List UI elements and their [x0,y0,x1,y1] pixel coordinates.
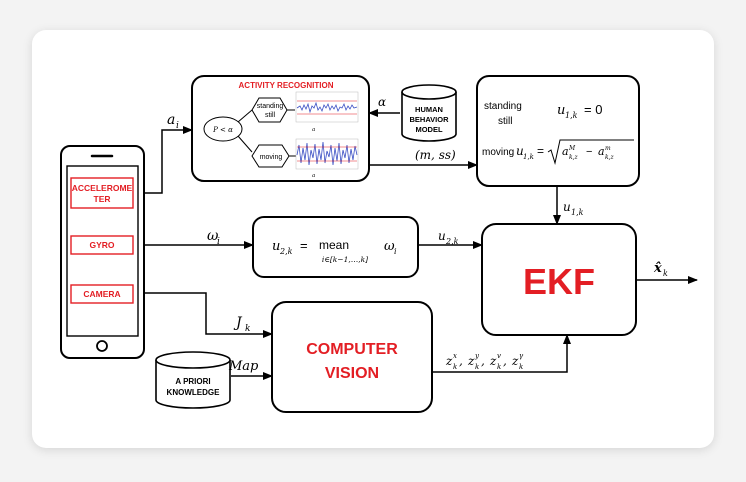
u2-op-sub: i∈[k−1,…,k] [322,255,368,264]
u1-still-eq: u [557,103,565,118]
u1-moving-eq: u [516,144,524,158]
a-priori-knowledge: A PRIORI KNOWLEDGE [155,351,231,409]
hbm-line-1: HUMAN [415,105,443,114]
label-j-sub: k [245,324,250,334]
svg-text:k: k [519,363,523,371]
accelerometer-box [70,177,134,209]
edge-labels: a i (m, ss) ω i u 2,k u 1,k J k Map z x … [167,112,668,374]
u1-still-2: still [498,116,512,127]
svg-text:a: a [562,145,569,158]
accelerometer-label-2: TER [94,194,111,204]
ekf-box: EKF [481,223,637,336]
u2-arg-sub: i [394,247,397,256]
label-omega-sub: i [217,237,220,247]
gyro-label: GYRO [89,240,114,250]
gyro-box [70,235,134,255]
label-u1-sub: 1,k [571,208,584,217]
connectors [144,109,698,380]
human-behavior-model: HUMAN BEHAVIOR MODEL α [378,84,457,142]
svg-text:−: − [586,146,592,158]
camera-label: CAMERA [83,289,120,299]
prior-line-1: A PRIORI [175,377,210,386]
label-u2: u [438,229,446,243]
accelerometer-label-1: ACCELEROME [72,183,133,193]
computer-vision-box: COMPUTER VISION [271,301,433,413]
label-a-sub: i [176,121,179,131]
svg-text:x: x [453,352,457,360]
u2-op: mean [319,238,349,252]
svg-text:,: , [459,354,463,368]
home-button-icon [96,340,108,352]
svg-text:z: z [489,354,497,368]
svg-text:,: , [481,354,485,368]
hbm-line-3: MODEL [415,125,443,134]
svg-text:k,z: k,z [569,154,579,161]
u2-lhs-sub: 2,k [279,247,293,256]
activity-recognition-box: ACTIVITY RECOGNITION P < α standing stil… [191,75,370,182]
svg-text:=: = [537,144,544,158]
svg-text:k: k [497,363,501,371]
prior-line-2: KNOWLEDGE [167,388,221,397]
state-still-2: still [265,112,276,119]
label-xhat: x̂ [653,261,662,276]
u1-still-sub: 1,k [565,111,578,120]
camera-box [70,284,134,304]
u1-still-1: standing [484,101,522,112]
plot-label-1: a [312,127,315,133]
u1-moving-sub: 1,k [523,153,534,161]
smartphone: ACCELEROME TER GYRO CAMERA [60,145,145,359]
label-m-ss: (m, ss) [415,148,456,162]
svg-text:z: z [467,354,475,368]
u1-rule-box: standing still u 1,k = 0 moving u 1,k = … [476,75,640,187]
svg-text:m: m [605,145,611,152]
cv-line-2: VISION [325,365,379,382]
svg-text:,: , [503,354,507,368]
label-a: a [167,112,175,128]
ekf-label: EKF [523,261,595,302]
svg-text:a: a [598,145,605,158]
label-u1: u [563,200,571,214]
state-still-1: standing [257,103,284,110]
svg-text:M: M [568,145,576,152]
activity-decision: P < α [212,126,233,134]
svg-text:k,z: k,z [605,154,615,161]
hbm-line-2: BEHAVIOR [409,115,449,124]
u2-arg: ω [384,239,395,254]
svg-text:v: v [497,352,501,360]
alpha-label: α [378,95,386,109]
activity-title: ACTIVITY RECOGNITION [239,81,334,90]
label-omega: ω [207,228,219,244]
u1-moving-label: moving [482,147,514,158]
label-j: J [233,315,243,331]
svg-text:k: k [475,363,479,371]
u2-lhs: u [272,239,280,254]
label-xhat-sub: k [663,269,668,278]
svg-text:z: z [511,354,519,368]
cv-line-1: COMPUTER [306,341,398,358]
u2-eq: = [300,238,308,253]
state-moving: moving [260,154,283,161]
label-z-group: z x k , z y k , z v k , z γ k [445,352,524,371]
label-u2-sub: 2,k [445,237,459,246]
svg-text:γ: γ [519,352,524,360]
signal-plot-moving: a [295,138,359,179]
label-map: Map [228,359,259,374]
signal-plot-still: a [295,91,359,133]
svg-text:k: k [453,363,457,371]
svg-text:y: y [474,352,480,360]
svg-text:z: z [445,354,453,368]
plot-label-2: a [312,173,315,179]
u1-still-val: = 0 [584,102,602,117]
u2-mean-box: u 2,k = mean i∈[k−1,…,k] ω i [252,216,419,278]
